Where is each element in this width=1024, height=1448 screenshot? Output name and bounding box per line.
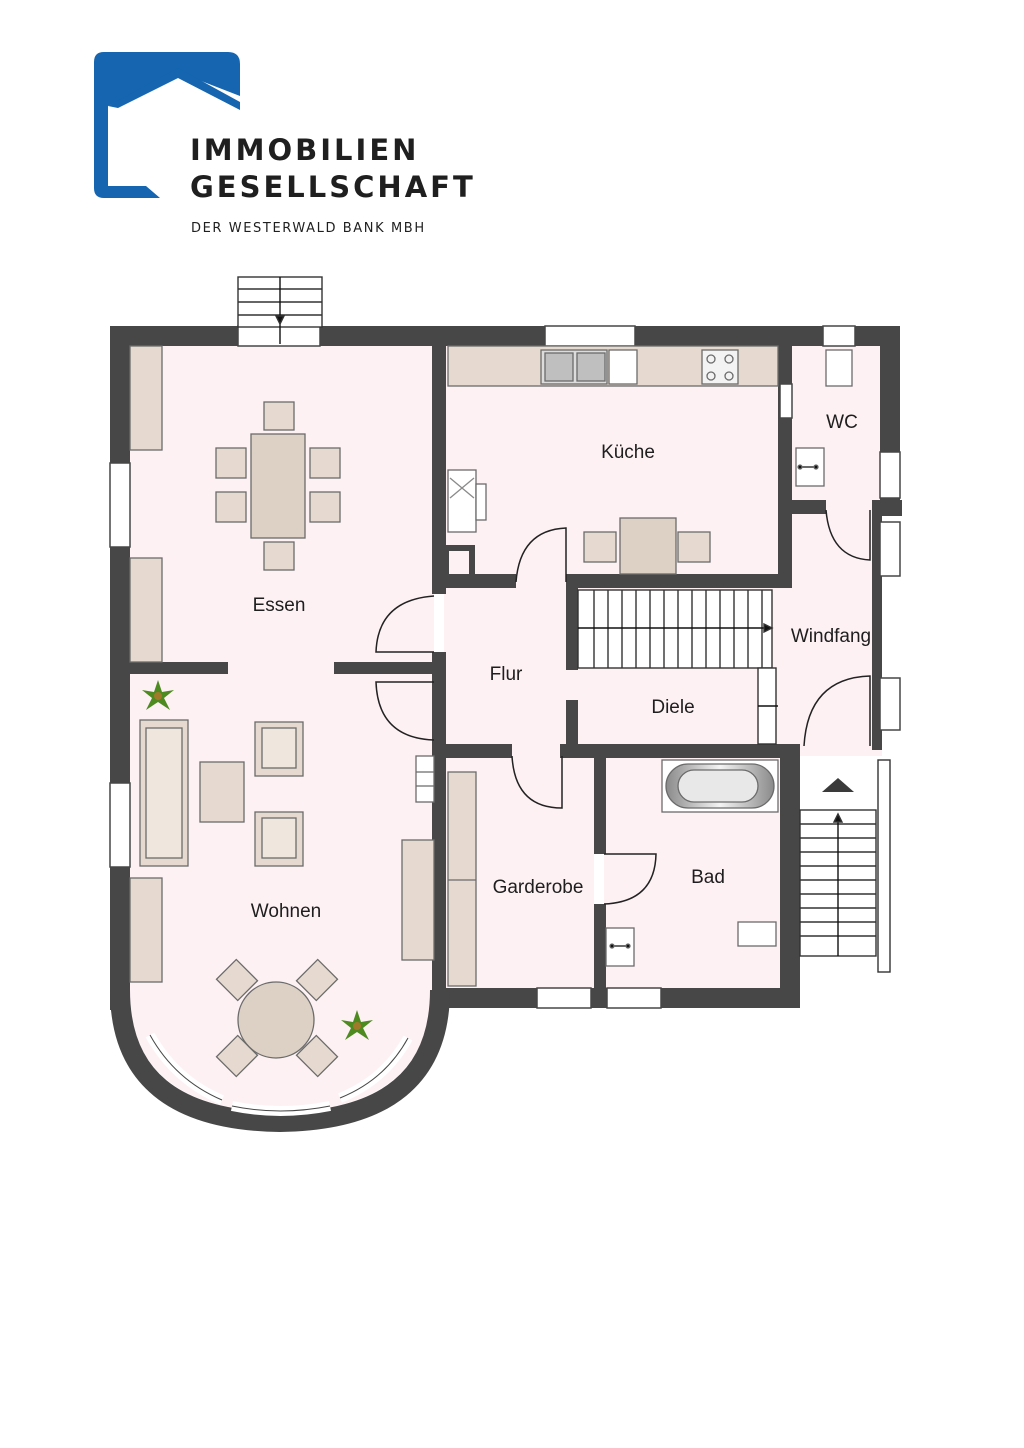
room-label-windfang: Windfang: [791, 626, 871, 647]
logo-line1: IMMOBILIEN: [190, 133, 419, 167]
room-labels: Essen Küche WC Windfang Flur Diele Wohne…: [251, 412, 871, 922]
room-label-wc: WC: [826, 412, 858, 433]
logo-roof-icon: [108, 68, 240, 110]
round-table: [215, 958, 339, 1078]
plant-icon: [341, 1010, 373, 1040]
windows: [109, 325, 901, 1009]
doors: [375, 509, 871, 905]
room-label-garderobe: Garderobe: [493, 877, 584, 898]
logo-line3: DER WESTERWALD BANK MBH: [191, 221, 426, 236]
company-logo: IMMOBILIEN GESELLSCHAFT DER WESTERWALD B…: [94, 52, 476, 236]
room-label-kueche: Küche: [601, 442, 655, 463]
furniture: [129, 345, 853, 1078]
coffee-table: [199, 761, 245, 823]
dining-table: [250, 433, 306, 539]
plant-icon: [142, 680, 174, 710]
room-label-flur: Flur: [490, 664, 523, 685]
bay-window-wall: [110, 989, 450, 1133]
toilet: [825, 349, 853, 387]
entrance-arrow-icon: [822, 778, 854, 792]
room-label-diele: Diele: [651, 697, 694, 718]
room-label-essen: Essen: [253, 595, 306, 616]
wardrobe: [447, 771, 477, 987]
logo-line2: GESELLSCHAFT: [190, 170, 476, 204]
interior-stair-steps: [593, 590, 763, 668]
bad-toilet: [737, 921, 777, 947]
stairs: [237, 276, 891, 973]
kitchen-table: [619, 517, 677, 575]
room-label-bad: Bad: [691, 867, 725, 888]
logo-house-icon: [94, 52, 240, 198]
room-label-wohnen: Wohnen: [251, 901, 321, 922]
